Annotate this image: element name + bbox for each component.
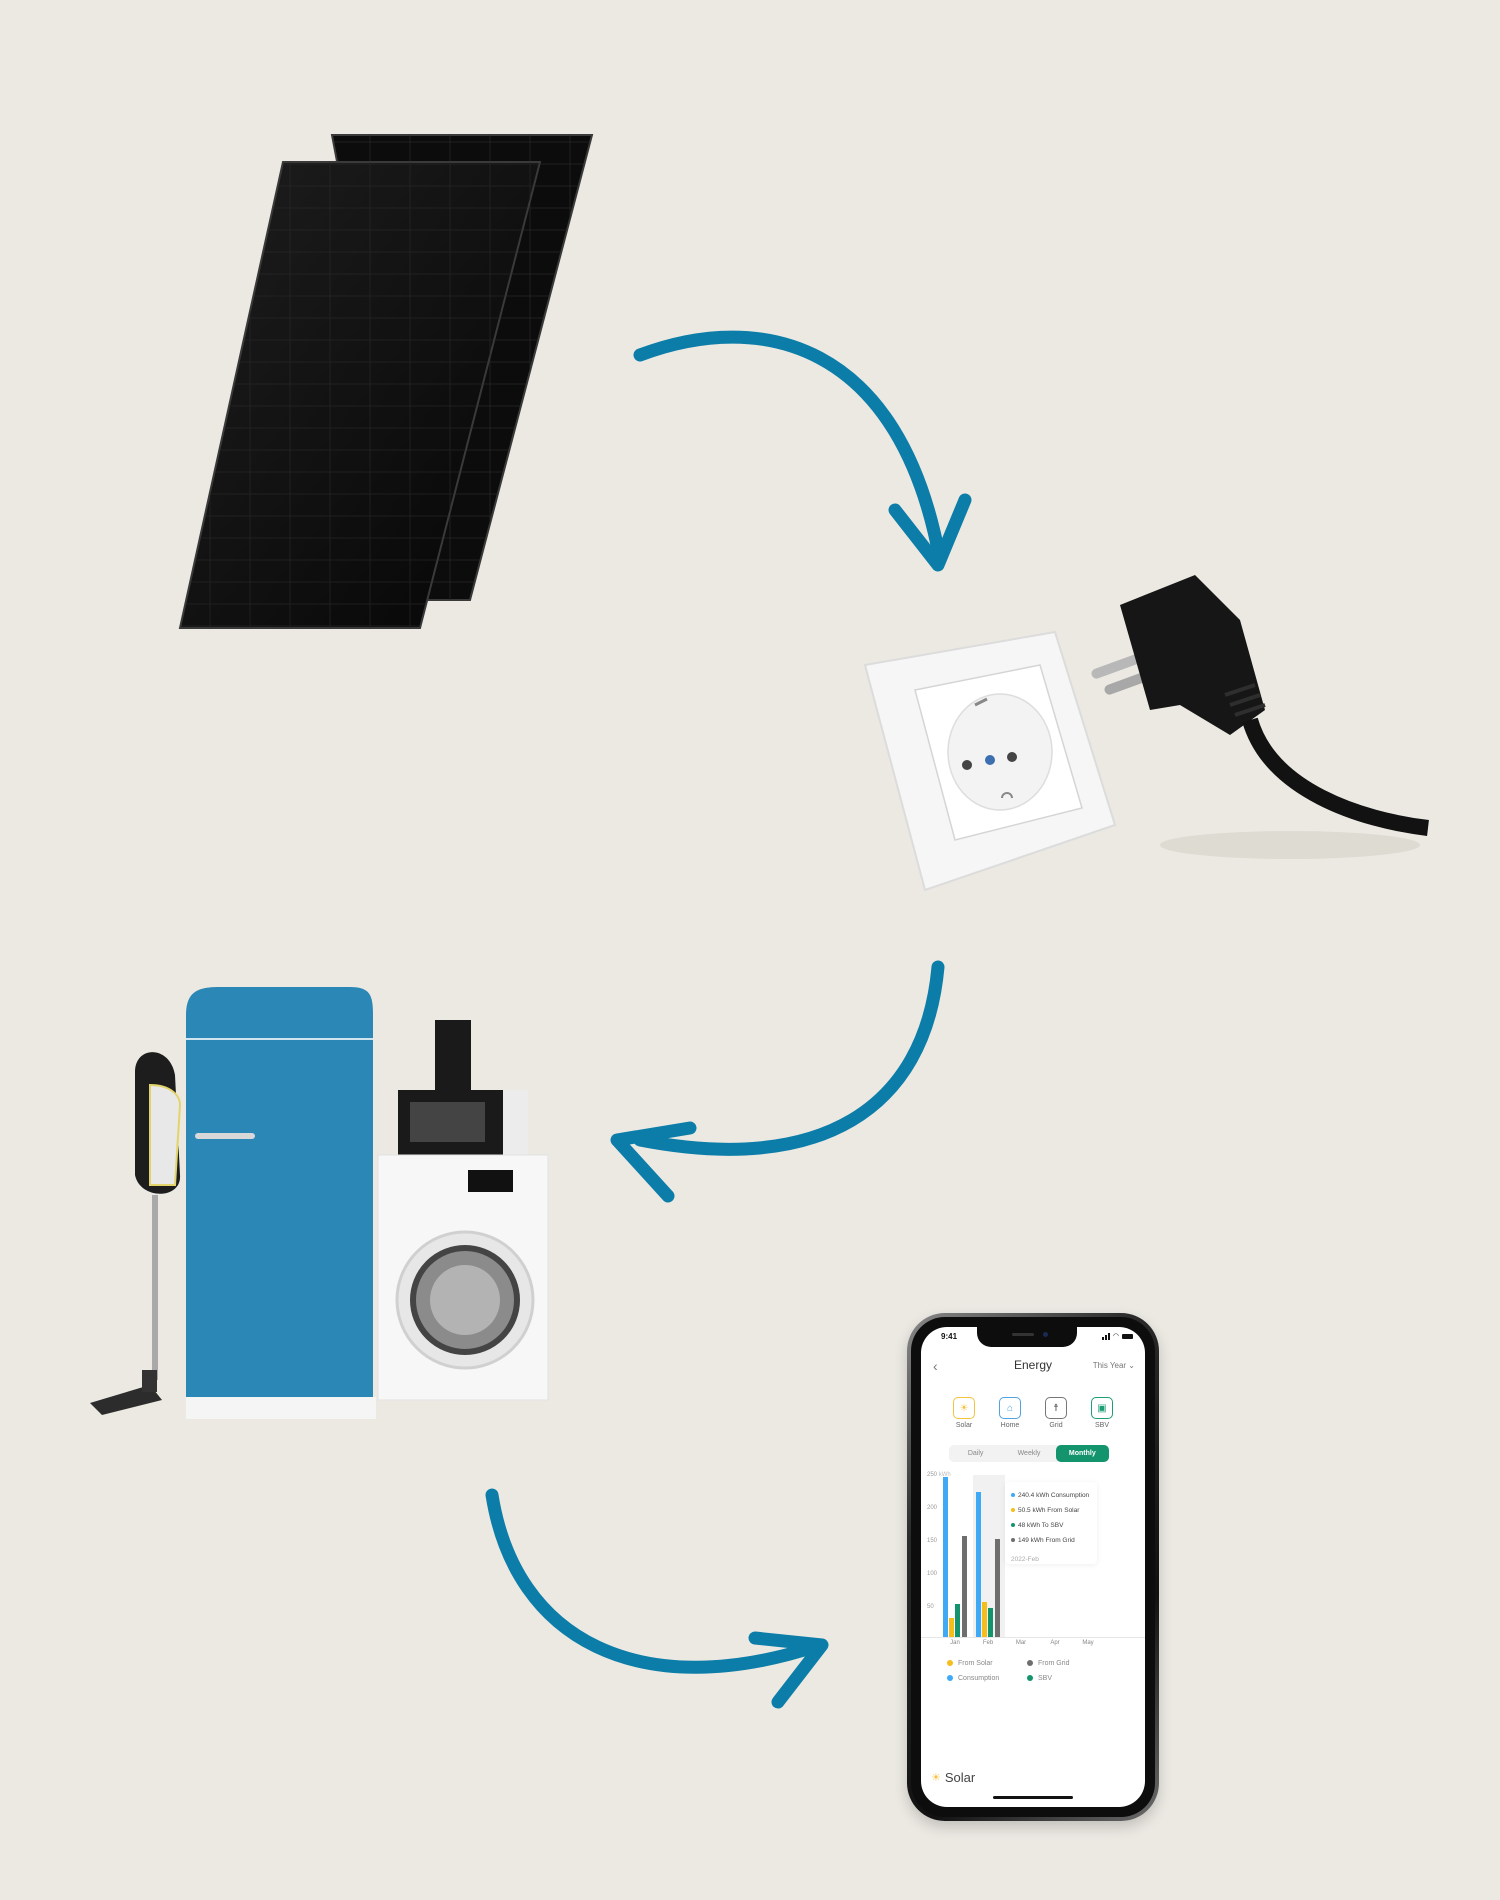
section-label: Solar (944, 1770, 976, 1785)
tooltip-row: 48 kWh To SBV (1011, 1518, 1097, 1533)
socket-and-plug-image (863, 575, 1429, 892)
category-label: Grid (1049, 1422, 1063, 1429)
bar-sbv (988, 1608, 993, 1637)
signal-icon (1101, 1332, 1110, 1340)
legend-from-grid[interactable]: From Grid (1027, 1660, 1070, 1667)
category-solar[interactable]: ☀ Solar (950, 1397, 978, 1429)
x-label: May (1082, 1640, 1094, 1646)
range-dropdown[interactable]: This Year ⌄ (1093, 1361, 1135, 1370)
bar-from-grid (995, 1539, 1000, 1637)
x-label: Mar (1015, 1640, 1027, 1646)
legend-sbv[interactable]: SBV (1027, 1675, 1052, 1682)
sun-icon: ☀ (953, 1397, 975, 1419)
arrow-socket-to-appliances (610, 960, 945, 1203)
legend-consumption[interactable]: Consumption (947, 1675, 999, 1682)
bar-from-solar (949, 1618, 954, 1637)
status-icons: ◠ (1101, 1332, 1133, 1340)
chart-baseline (921, 1637, 1145, 1638)
x-label: Apr (1050, 1640, 1060, 1646)
category-label: Home (1000, 1422, 1020, 1429)
category-home[interactable]: ⌂ Home (996, 1397, 1024, 1429)
tooltip-row: 50.5 kWh From Solar (1011, 1503, 1097, 1518)
bar-consumption (976, 1492, 981, 1637)
battery-icon (1122, 1333, 1133, 1339)
phone-notch (977, 1327, 1077, 1347)
category-selector: ☀ Solar ⌂ Home ☨ Grid ▣ SBV (921, 1397, 1145, 1429)
tooltip-date: 2022-Feb (1011, 1556, 1039, 1563)
bar-sbv (955, 1604, 960, 1637)
category-sbv[interactable]: ▣ SBV (1088, 1397, 1116, 1429)
solar-section-title[interactable]: ☀ Solar (931, 1770, 975, 1785)
sun-icon: ☀ (931, 1772, 941, 1784)
x-label: Jan (950, 1640, 960, 1646)
app-screen: 9:41 ◠ ‹ Energy This Year ⌄ ☀ Solar ⌂ Ho… (921, 1327, 1145, 1807)
tab-monthly[interactable]: Monthly (1055, 1445, 1109, 1462)
pylon-icon: ☨ (1045, 1397, 1067, 1419)
bar-from-grid (962, 1536, 967, 1637)
chart-tooltip: 240.4 kWh Consumption 50.5 kWh From Sola… (1005, 1482, 1097, 1564)
page-title: Energy (1013, 1358, 1053, 1372)
range-label: This Year (1092, 1361, 1127, 1370)
home-icon: ⌂ (999, 1397, 1021, 1419)
bar-group-jan[interactable] (943, 1472, 973, 1637)
tooltip-row: 240.4 kWh Consumption (1011, 1488, 1097, 1503)
home-indicator[interactable] (993, 1796, 1073, 1799)
tab-weekly[interactable]: Weekly (1017, 1450, 1041, 1457)
category-grid[interactable]: ☨ Grid (1042, 1397, 1070, 1429)
status-time: 9:41 (941, 1332, 958, 1341)
category-label: SBV (1094, 1422, 1109, 1429)
nav-bar: ‹ Energy This Year ⌄ (921, 1357, 1145, 1377)
back-chevron-icon[interactable]: ‹ (933, 1358, 938, 1374)
bar-consumption (943, 1477, 948, 1637)
arrow-appliances-to-app (485, 1488, 829, 1709)
bar-group-feb[interactable] (976, 1472, 1006, 1637)
x-label: Feb (982, 1640, 994, 1646)
category-label: Solar (955, 1422, 973, 1429)
arrow-panels-to-socket (633, 330, 972, 572)
solar-panels-image (178, 134, 594, 629)
chevron-down-icon: ⌄ (1128, 1361, 1135, 1370)
period-tabs: Daily Weekly Monthly (949, 1445, 1109, 1462)
wifi-icon: ◠ (1112, 1333, 1119, 1340)
battery-box-icon: ▣ (1091, 1397, 1113, 1419)
household-appliances-image (90, 987, 549, 1419)
legend-from-solar[interactable]: From Solar (947, 1660, 993, 1667)
tooltip-row: 149 kWh From Grid (1011, 1533, 1097, 1548)
energy-bar-chart: 250 kWh 200 150 100 50 Ja (921, 1472, 1145, 1646)
bar-from-solar (982, 1602, 987, 1637)
tab-daily[interactable]: Daily (967, 1450, 984, 1457)
smartphone: 9:41 ◠ ‹ Energy This Year ⌄ ☀ Solar ⌂ Ho… (907, 1313, 1159, 1821)
